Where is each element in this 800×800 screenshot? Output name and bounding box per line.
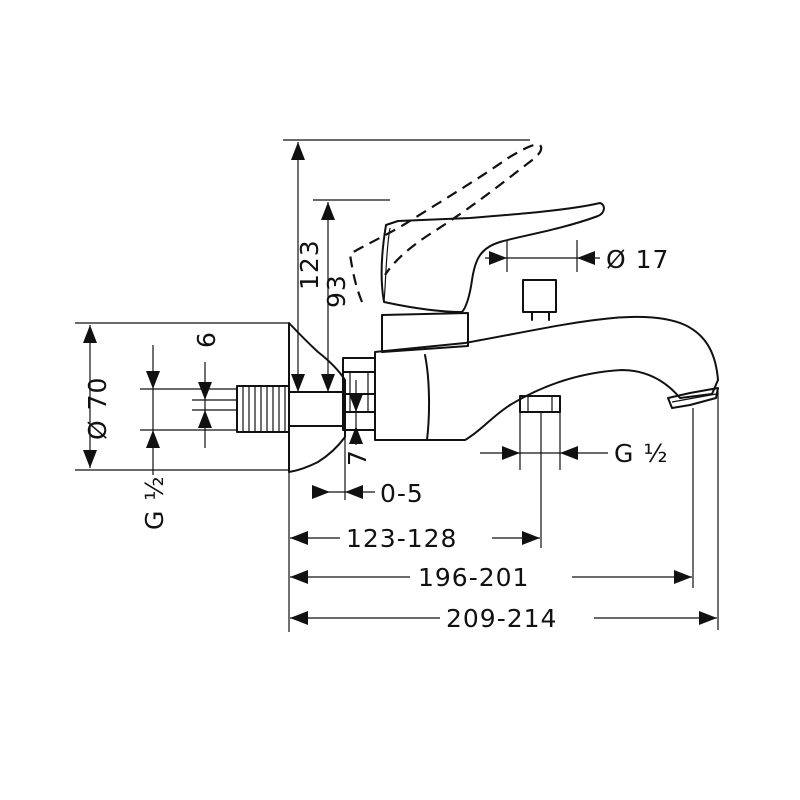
- dim-label-outlet-thread: G ½: [614, 439, 669, 468]
- extension-lines: [75, 139, 719, 632]
- dim-label-93: 93: [322, 274, 351, 308]
- lever-handle: [380, 202, 605, 313]
- dim-diverter-diameter: Ø 17: [485, 245, 669, 274]
- dim-label-0-5: 0-5: [380, 479, 424, 508]
- cartridge-housing: [381, 312, 469, 353]
- dim-axis-to-outlet: 123-128: [290, 524, 540, 553]
- dim-label-6: 6: [192, 331, 221, 348]
- dim-lever-height: 93: [321, 202, 351, 392]
- dim-label-inlet-thread: G ½: [140, 475, 169, 530]
- dim-label-123-128: 123-128: [346, 524, 457, 553]
- dim-inlet-thread: G ½: [140, 345, 169, 530]
- dim-label-209-214: 209-214: [446, 604, 557, 633]
- dim-lever-max-height: 123: [291, 142, 324, 392]
- inlet-thread-connector: [236, 385, 346, 433]
- dim-label-196-201: 196-201: [418, 563, 529, 592]
- dim-thread-depth: 6: [192, 331, 221, 448]
- outlet-nipple: [519, 395, 561, 413]
- dim-wall-offset: 0-5: [312, 479, 424, 508]
- dim-label-diameter-17: Ø 17: [606, 245, 669, 274]
- dim-spout-length: 196-201: [290, 563, 692, 592]
- dim-label-diameter-70: Ø 70: [83, 377, 112, 440]
- dim-label-7: 7: [343, 449, 372, 466]
- faucet-outline: [236, 143, 719, 473]
- dim-overall-length: 209-214: [290, 604, 717, 633]
- dim-nut-thickness: 7: [343, 380, 372, 466]
- diverter-knob: [522, 279, 557, 321]
- lever-open-position: [348, 143, 543, 303]
- spout-body: [374, 315, 719, 441]
- dim-flange-diameter: Ø 70: [83, 325, 112, 468]
- aerator: [667, 387, 719, 409]
- dim-outlet-thread: G ½: [480, 439, 669, 468]
- dim-label-123: 123: [295, 239, 324, 290]
